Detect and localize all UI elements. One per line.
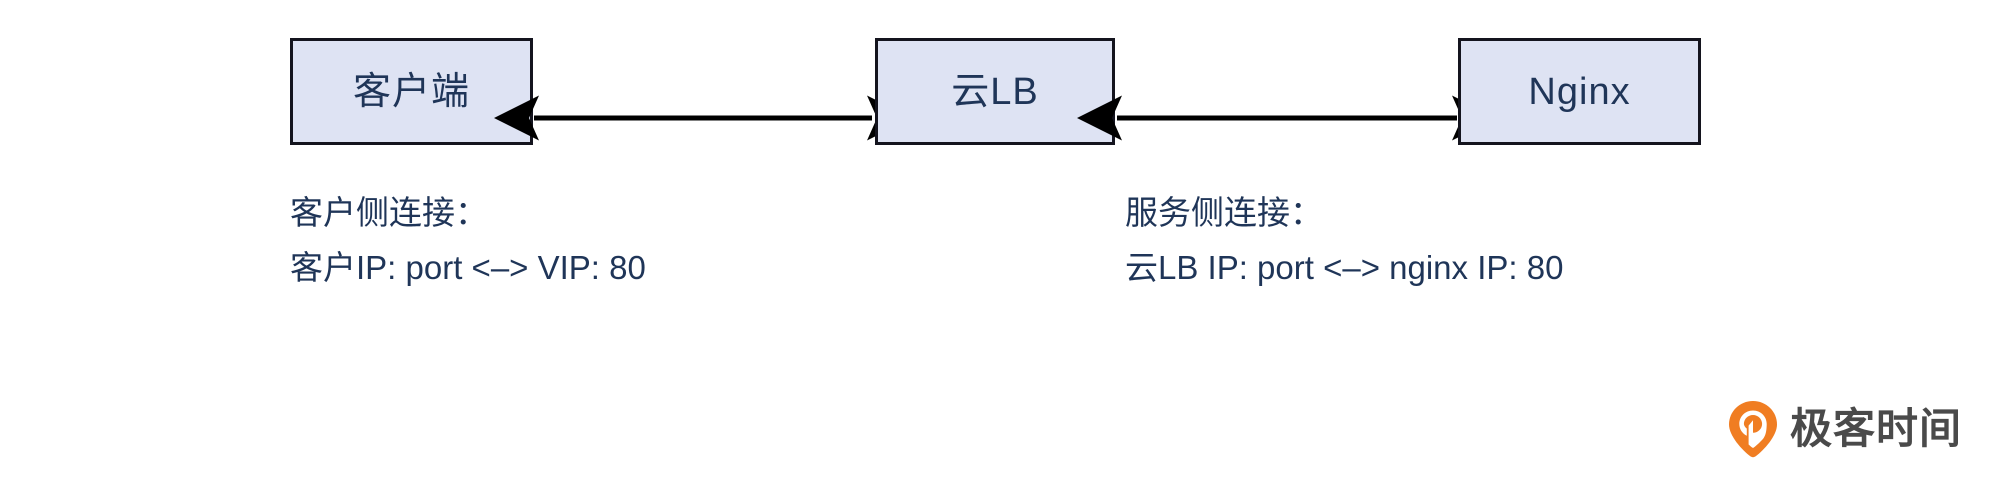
caption-client-side-detail: 客户IP: port <–> VIP: 80	[290, 249, 646, 286]
connector-client-cloudlb	[494, 95, 912, 141]
node-cloudlb-label: 云LB	[951, 70, 1039, 113]
brand-name: 极客时间	[1790, 405, 1963, 452]
node-client-label: 客户端	[352, 70, 470, 113]
caption-client-side: 客户侧连接： 客户IP: port <–> VIP: 80	[290, 185, 646, 295]
node-nginx-label: Nginx	[1528, 70, 1631, 113]
caption-service-side: 服务侧连接： 云LB IP: port <–> nginx IP: 80	[1125, 185, 1563, 295]
caption-service-side-title: 服务侧连接：	[1125, 194, 1323, 231]
geektime-pin-icon	[1728, 400, 1778, 458]
node-cloudlb: 云LB	[875, 38, 1115, 145]
caption-service-side-detail: 云LB IP: port <–> nginx IP: 80	[1125, 249, 1564, 286]
caption-client-side-title: 客户侧连接：	[290, 194, 488, 231]
brand-logo: 极客时间	[1728, 400, 1962, 458]
node-nginx: Nginx	[1458, 38, 1701, 145]
connector-cloudlb-nginx	[1077, 95, 1497, 141]
node-client: 客户端	[290, 38, 533, 145]
